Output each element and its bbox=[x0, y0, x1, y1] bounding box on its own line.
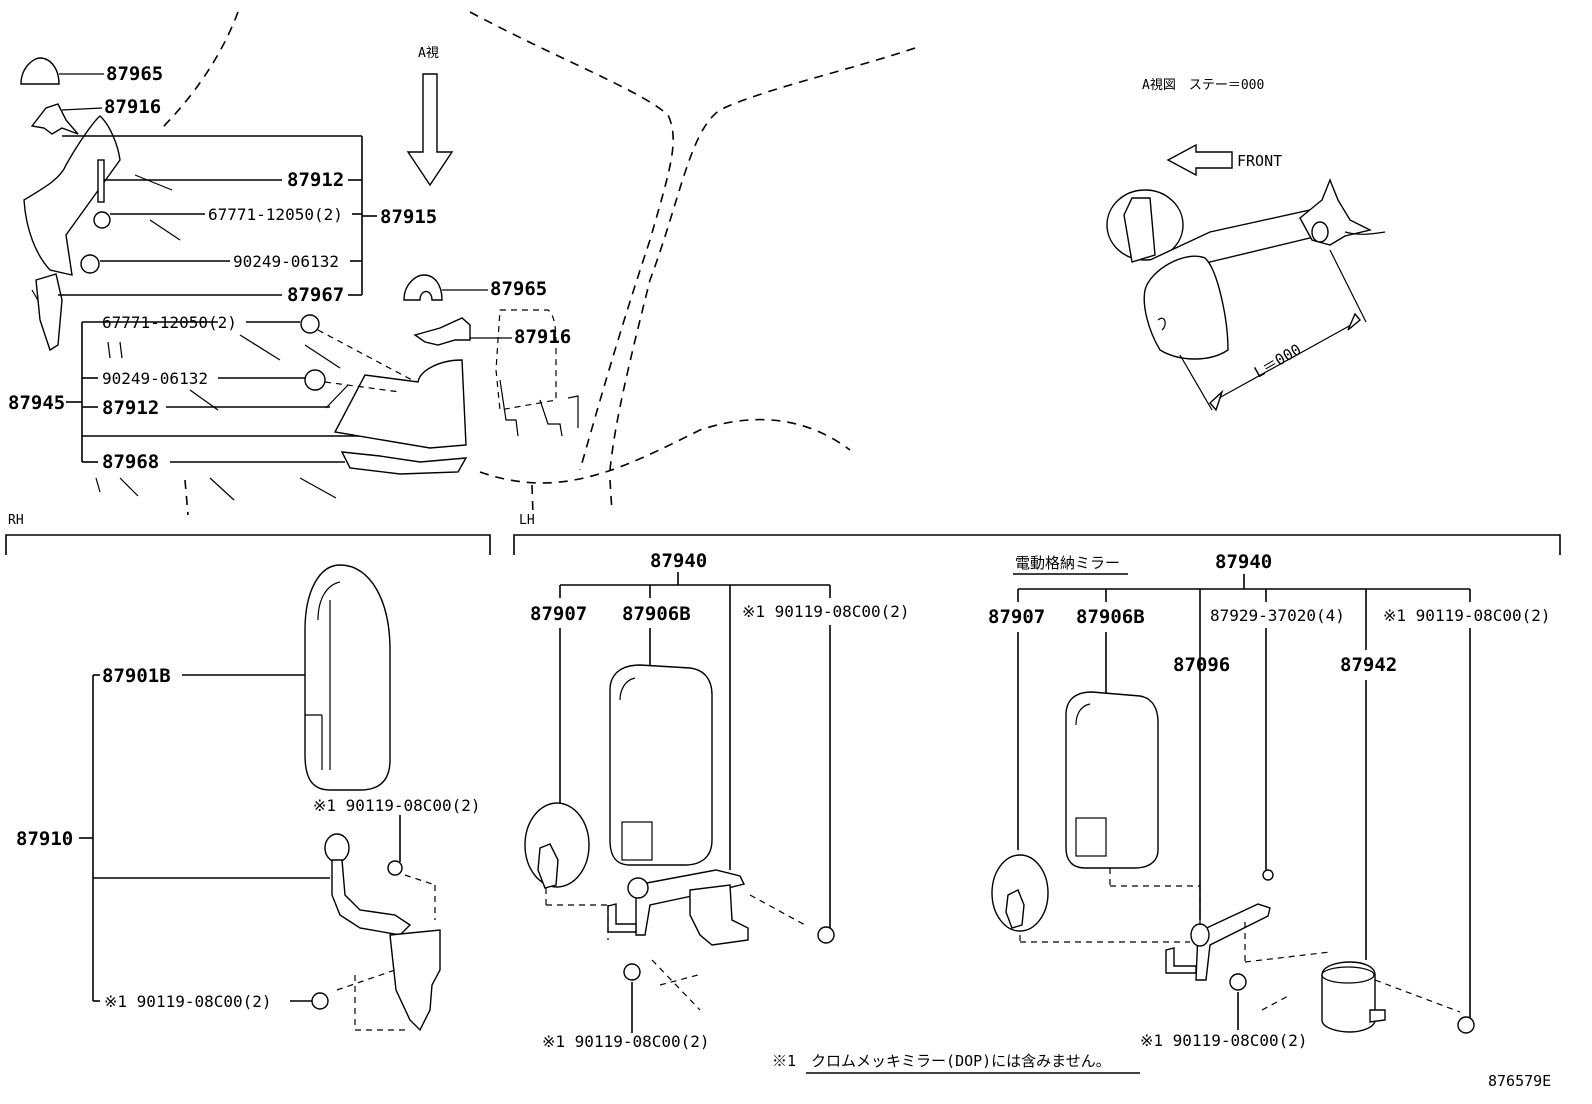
a-view-arrow: A視 bbox=[406, 46, 454, 187]
label-87968: 87968 bbox=[102, 451, 159, 473]
lh2-retractor-87942 bbox=[1321, 961, 1376, 1033]
lh2-bolt-bottom bbox=[1229, 973, 1247, 991]
label-87942: 87942 bbox=[1340, 654, 1397, 676]
section-dividers: RH LH bbox=[5, 513, 1561, 555]
lh1-main-mirror-87906b bbox=[609, 664, 713, 866]
step-body-lower bbox=[333, 359, 467, 449]
lh-section-manual: 87940 87907 87906B ※1 90119-08C00(2) ※1 … bbox=[524, 550, 910, 1051]
a-view-label: A視 bbox=[418, 46, 439, 61]
down-arrow-icon bbox=[406, 73, 454, 187]
rh-section: 87901B 87910 ※1 90119-08C00(2) ※1 90119-… bbox=[16, 564, 481, 1032]
label-67771-a: 67771-12050(2) bbox=[208, 205, 343, 224]
length-label: L＝000 bbox=[1251, 340, 1304, 381]
bolt-rh-upper: ※1 90119-08C00(2) bbox=[313, 796, 481, 815]
label-87906b-a: 87906B bbox=[622, 603, 691, 625]
lh1-bolt-right bbox=[817, 926, 835, 944]
rh-bolt-upper bbox=[387, 860, 403, 876]
screw-90249-a bbox=[80, 254, 100, 274]
label-87912-b: 87912 bbox=[102, 397, 159, 419]
a-view-title: A視図 ステー＝000 bbox=[1142, 78, 1264, 93]
a-view-detail: A視図 ステー＝000 FRONT L＝000 bbox=[1106, 78, 1386, 412]
strip-87912-a bbox=[97, 159, 105, 203]
bolt-rh-lower: ※1 90119-08C00(2) bbox=[104, 992, 272, 1011]
label-87912-a: 87912 bbox=[287, 169, 344, 191]
label-87945: 87945 bbox=[8, 392, 65, 414]
top-left-assembly: 87965 87916 87912 67771-12050(2) 87915 9… bbox=[8, 57, 579, 501]
label-87906b-b: 87906B bbox=[1076, 606, 1145, 628]
a-view-main-mirror bbox=[1143, 255, 1229, 360]
cover-87916-a bbox=[30, 103, 79, 135]
front-label: FRONT bbox=[1237, 152, 1282, 170]
cover-87916-b bbox=[413, 317, 471, 346]
lh2-main-mirror-87906b bbox=[1065, 691, 1159, 869]
label-87965-a: 87965 bbox=[106, 63, 163, 85]
lh-label: LH bbox=[519, 513, 535, 528]
bolt-lh1-bottom: ※1 90119-08C00(2) bbox=[542, 1032, 710, 1051]
footnote: ※1 クロムメッキミラー(DOP)には含みません。 bbox=[772, 1052, 1111, 1070]
rh-stay-87910 bbox=[331, 859, 412, 936]
front-arrow-icon bbox=[1166, 143, 1233, 177]
label-87916-b: 87916 bbox=[514, 326, 571, 348]
rh-label: RH bbox=[8, 513, 24, 528]
label-87916-a: 87916 bbox=[104, 96, 161, 118]
rh-bracket bbox=[389, 929, 441, 1032]
label-87940-b: 87940 bbox=[1215, 551, 1272, 573]
label-87096: 87096 bbox=[1173, 654, 1230, 676]
cap-87965-b bbox=[403, 274, 443, 301]
lh1-bracket bbox=[689, 884, 749, 946]
power-fold-label: 電動格納ミラー bbox=[1015, 554, 1120, 572]
rh-mirror-87901b bbox=[304, 564, 391, 791]
label-87907-a: 87907 bbox=[530, 603, 587, 625]
cap-87965-a bbox=[20, 57, 60, 85]
rh-bolt-lower bbox=[311, 992, 329, 1010]
lh2-stay-87096 bbox=[1195, 903, 1271, 981]
lh2-bolt-right bbox=[1457, 1016, 1475, 1034]
screw-90249-b bbox=[304, 369, 326, 391]
step-pad-87968 bbox=[340, 451, 468, 475]
label-87915: 87915 bbox=[380, 206, 437, 228]
lh2-screw-87929 bbox=[1262, 869, 1274, 881]
label-87907-b: 87907 bbox=[988, 606, 1045, 628]
bolt-lh1-top: ※1 90119-08C00(2) bbox=[742, 602, 910, 621]
label-87910: 87910 bbox=[16, 828, 73, 850]
bolt-lh2-bottom: ※1 90119-08C00(2) bbox=[1140, 1031, 1308, 1050]
label-90249-a: 90249-06132 bbox=[233, 252, 339, 271]
label-87929: 87929-37020(4) bbox=[1210, 606, 1345, 625]
footer: ※1 クロムメッキミラー(DOP)には含みません。 876579E bbox=[772, 1052, 1551, 1090]
clip-67771-a bbox=[93, 211, 111, 229]
label-87967: 87967 bbox=[287, 284, 344, 306]
label-67771-b: 67771-12050(2) bbox=[102, 313, 237, 332]
step-plate-87967 bbox=[35, 273, 63, 352]
lh-section-power-fold: 電動格納ミラー 87940 87907 87906B 87929-37020(4… bbox=[988, 551, 1551, 1050]
label-87901b: 87901B bbox=[102, 665, 171, 687]
illustration-id: 876579E bbox=[1488, 1072, 1551, 1090]
step-body-upper bbox=[23, 115, 121, 276]
vehicle-outline bbox=[159, 11, 916, 516]
clip-67771-b bbox=[300, 314, 320, 334]
lh1-bolt-bottom bbox=[623, 963, 641, 981]
rh-stay-ball bbox=[324, 833, 350, 863]
bolt-lh2-top: ※1 90119-08C00(2) bbox=[1383, 606, 1551, 625]
label-90249-b: 90249-06132 bbox=[102, 369, 208, 388]
label-87940-a: 87940 bbox=[650, 550, 707, 572]
label-87965-b: 87965 bbox=[490, 278, 547, 300]
